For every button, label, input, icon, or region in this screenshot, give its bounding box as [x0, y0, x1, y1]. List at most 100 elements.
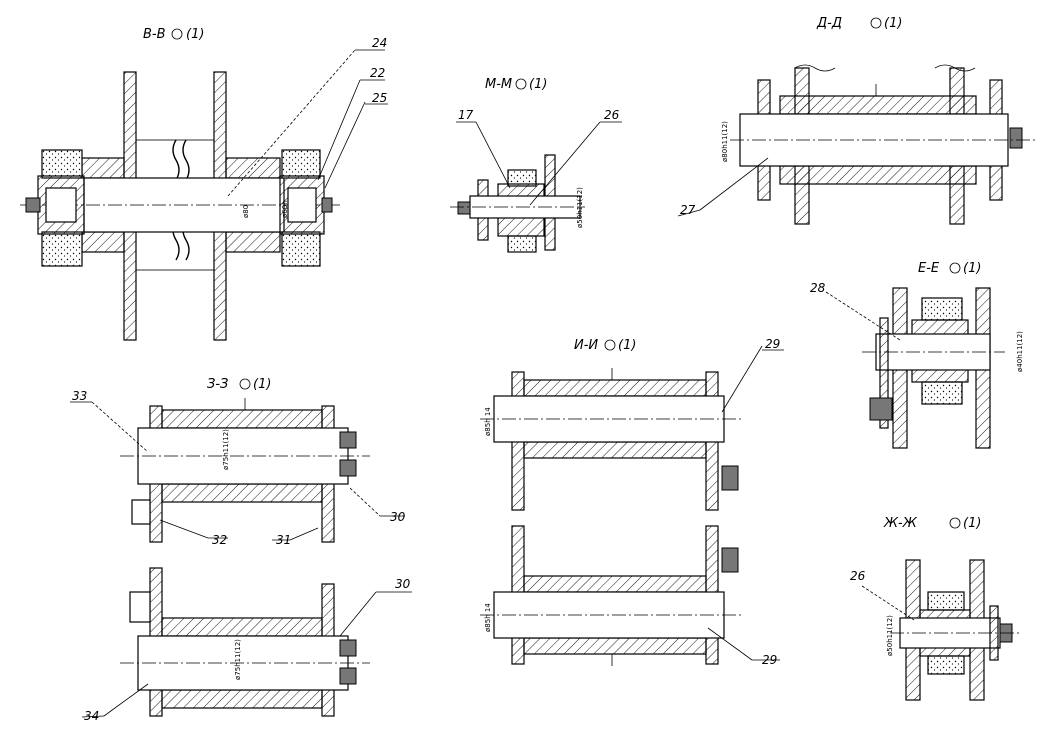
view-zz: З-З (1) ø75h11(12) 33 30 32 31 — [70, 377, 406, 547]
view-ii-suffix: (1) — [618, 338, 636, 353]
callout-30-a: 30 — [390, 510, 406, 524]
zl-nut-bottom — [339, 667, 357, 685]
zl-housing-bottom — [161, 689, 323, 709]
vv-nut-right — [321, 197, 333, 213]
leader-24 — [227, 49, 356, 197]
view-mm-title: М-М — [485, 77, 512, 92]
vv-wheel-left-bottom — [41, 231, 83, 267]
zl-clamp — [129, 591, 151, 623]
callout-33: 33 — [72, 389, 87, 403]
leader-27-shelf — [677, 209, 701, 217]
zz-nut-top — [339, 431, 357, 449]
ii-housing-top — [523, 379, 707, 397]
leader-29-a — [721, 345, 763, 413]
vv-wheel-left-top — [41, 149, 83, 179]
vv-housing-bottom-left — [81, 231, 125, 253]
dd-break-lines — [794, 64, 976, 72]
view-vv-symbol-circle — [171, 28, 183, 40]
zh-wheel-bottom — [927, 655, 965, 675]
vv-wheel-right-bottom — [281, 231, 321, 267]
vv-hub-right — [287, 187, 317, 223]
il-dim: ø85h 14 — [484, 603, 492, 632]
view-zz-lower: ø75h11(12) 30 34 — [81, 567, 412, 723]
leader-30-a — [349, 487, 381, 517]
zh-dim: ø50h11(12) — [886, 615, 894, 656]
view-zz-title: З-З — [207, 377, 228, 392]
il-housing-top — [523, 575, 707, 593]
callout-27: 27 — [680, 203, 696, 217]
callout-26-a: 26 — [604, 108, 620, 122]
callout-30-b: 30 — [395, 577, 411, 591]
view-zz-suffix: (1) — [253, 377, 271, 392]
view-dd-title: Д-Д — [816, 16, 842, 31]
view-ee-suffix: (1) — [963, 261, 981, 276]
leader-33 — [91, 401, 149, 453]
view-ee-symbol-circle — [949, 262, 961, 274]
leader-26-a — [529, 121, 601, 206]
leader-34-shelf — [81, 715, 105, 718]
view-mm: М-М (1) ø50h11(12) 17 26 — [450, 77, 622, 253]
dd-housing-top — [779, 95, 977, 115]
zz-housing-bottom — [161, 483, 323, 503]
leader-26-b — [861, 585, 915, 621]
callout-24: 24 — [372, 36, 387, 50]
view-dd-suffix: (1) — [884, 16, 902, 31]
dd-dim: ø80h11(12) — [721, 121, 729, 162]
vv-dim-hub: ø60h — [281, 200, 289, 218]
vv-dim-shaft: ø80 — [242, 205, 250, 218]
view-ii-symbol-circle — [604, 339, 616, 351]
view-vv-title: В-В — [143, 27, 166, 42]
leader-30-b — [339, 591, 377, 637]
leader-28 — [825, 291, 901, 341]
callout-28: 28 — [810, 281, 826, 295]
view-zz-symbol-circle — [239, 378, 251, 390]
zz-housing-top — [161, 409, 323, 429]
view-ii: И-И (1) ø85h 14 29 — [480, 337, 784, 511]
zz-nut-bottom — [339, 459, 357, 477]
dd-housing-bottom — [779, 165, 977, 185]
callout-25: 25 — [372, 91, 387, 105]
ee-plate — [879, 317, 889, 429]
zl-dim: ø75h11(12) — [234, 639, 242, 680]
view-dd: Д-Д (1) ø80h11(12) 27 — [677, 16, 1035, 225]
ii-nut — [721, 465, 739, 491]
zl-housing-top — [161, 617, 323, 637]
leader-27 — [699, 157, 769, 211]
view-zhzh: Ж-Ж (1) ø50h11(12) 26 — [850, 516, 1020, 701]
leader-25 — [324, 101, 366, 189]
view-zhzh-suffix: (1) — [963, 516, 981, 531]
leader-34 — [103, 683, 149, 717]
ee-wheel-bottom — [921, 381, 963, 405]
callout-29-a: 29 — [765, 337, 780, 351]
callout-26-b: 26 — [850, 569, 866, 583]
leader-32 — [159, 519, 209, 539]
view-ii-lower: ø85h 14 29 — [480, 525, 780, 667]
view-vv: В-В (1) ø80 ø60h 24 — [20, 27, 388, 341]
ee-dim: ø40h11(12) — [1016, 331, 1024, 372]
zh-wheel-top — [927, 591, 965, 611]
ee-wheel-top — [921, 297, 963, 321]
vv-housing-top-right — [225, 157, 281, 179]
ii-dim: ø85h 14 — [484, 407, 492, 436]
ii-housing-bottom — [523, 441, 707, 459]
leader-17 — [475, 121, 511, 189]
ee-nut — [869, 397, 893, 421]
view-mm-suffix: (1) — [529, 77, 547, 92]
view-ee-title: Е-Е — [918, 261, 940, 276]
callout-17: 17 — [458, 108, 474, 122]
zl-nut-top — [339, 639, 357, 657]
leader-22 — [317, 79, 361, 181]
mm-wheel-bottom — [507, 235, 537, 253]
il-nut — [721, 547, 739, 573]
callout-34: 34 — [84, 709, 99, 723]
vv-hub-left — [45, 187, 77, 223]
mm-nut — [457, 201, 471, 215]
vv-housing-bottom-right — [225, 231, 281, 253]
leader-31 — [289, 527, 319, 541]
vv-wheel-right-top — [281, 149, 321, 179]
leader-29-b — [707, 627, 753, 661]
callout-22: 22 — [370, 66, 385, 80]
view-ee: Е-Е (1) ø40h11(12) 28 — [810, 261, 1024, 449]
vv-nut-left — [25, 197, 41, 213]
